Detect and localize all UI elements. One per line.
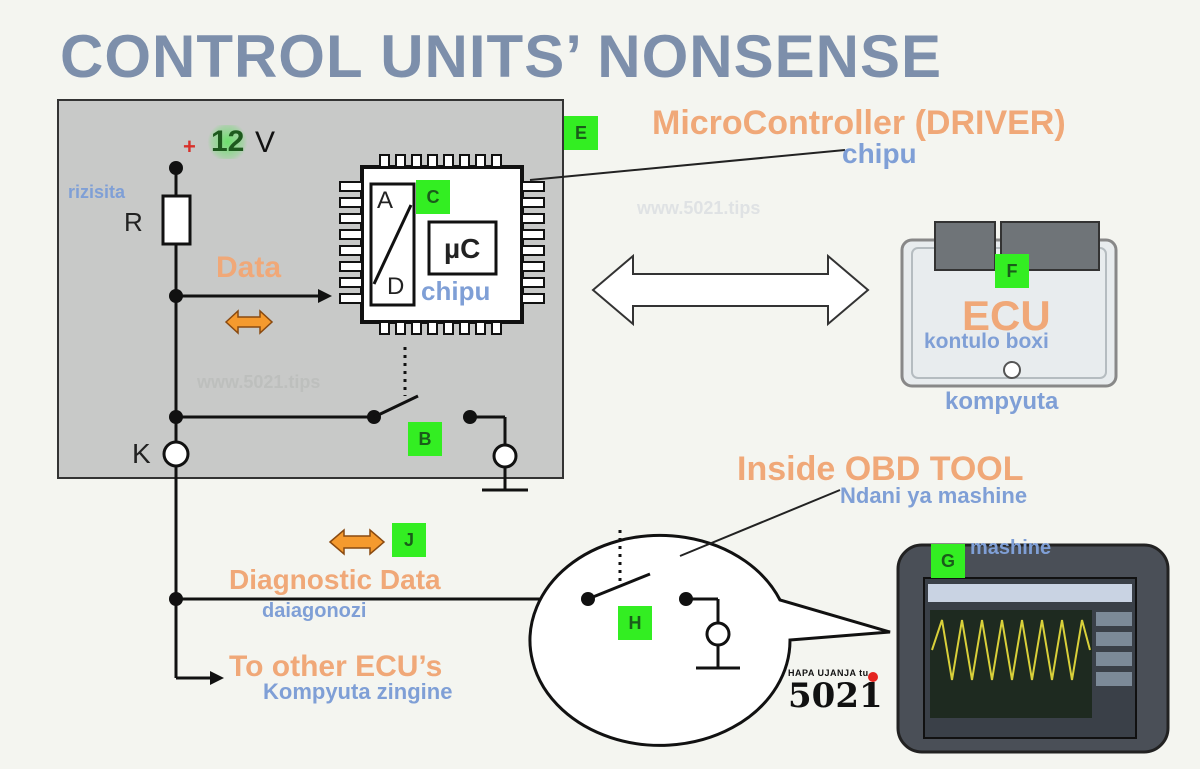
orange-arrow-data — [224, 309, 274, 335]
obd-tool-device — [896, 543, 1170, 754]
voltage-unit: V — [255, 126, 276, 159]
tag-b: B — [408, 422, 442, 456]
tag-e: E — [564, 116, 598, 150]
label-k: K — [132, 438, 151, 469]
label-uc: µC — [444, 233, 481, 264]
logo-tagline: HAPA UJANJA tu — [788, 668, 869, 678]
label-daiagonozi: daiagonozi — [262, 600, 367, 622]
tag-j: J — [392, 523, 426, 557]
label-inside-obd: Inside OBD TOOL — [737, 450, 1024, 488]
ecu-unit-illustration — [900, 221, 1118, 388]
tag-h: H — [618, 606, 652, 640]
arrow-other-ecu — [210, 671, 224, 685]
voltage-plus: + — [183, 134, 196, 159]
label-data: Data — [216, 251, 282, 284]
tag-f: F — [995, 254, 1029, 288]
double-arrow-ecu — [591, 253, 870, 327]
tag-c: C — [416, 180, 450, 214]
label-kompyuta: kompyuta — [945, 388, 1059, 415]
label-ad-a: A — [377, 187, 394, 214]
orange-arrow-diagnostic — [328, 528, 386, 556]
switch-blade-h — [587, 572, 651, 601]
voltage-value: 12 — [207, 125, 249, 159]
label-mashine: mashine — [970, 537, 1052, 559]
arrow-data — [318, 289, 332, 303]
lamp-b — [492, 443, 518, 469]
label-chipu-inner: chipu — [421, 276, 491, 306]
logo-number: 5021 — [788, 676, 883, 716]
label-to-other-ecu: To other ECU’s — [229, 650, 443, 683]
k-terminal — [162, 440, 190, 468]
label-ecu: ECU — [962, 292, 1051, 339]
label-kontulo-boxi: kontulo boxi — [924, 330, 1049, 353]
label-kompyuta-zingine: Kompyuta zingine — [263, 679, 453, 704]
logo-red-mark — [868, 672, 878, 682]
label-ad-d: D — [387, 273, 405, 300]
label-chipu-main: chipu — [842, 138, 917, 169]
vcc-node — [169, 161, 183, 175]
label-ndani: Ndani ya mashine — [840, 483, 1028, 508]
microcontroller-chip — [339, 154, 545, 335]
label-microcontroller: MicroController (DRIVER) — [652, 104, 1066, 142]
lamp-h — [705, 621, 731, 647]
resistor — [161, 194, 192, 246]
page-title: CONTROL UNITS’ NONSENSE — [60, 23, 942, 90]
pointer-microcontroller — [529, 149, 846, 181]
label-rizisita: rizisita — [68, 182, 126, 202]
watermark-top: www.5021.tips — [637, 198, 761, 218]
tag-g: G — [931, 544, 965, 578]
switch-blade-b — [373, 394, 419, 419]
watermark-mid: www.5021.tips — [197, 372, 321, 392]
pointer-inside-obd — [679, 489, 841, 557]
label-r: R — [124, 207, 143, 237]
label-diagnostic-data: Diagnostic Data — [229, 564, 441, 595]
brand-logo: HAPA UJANJA tu 5021 — [788, 668, 884, 716]
